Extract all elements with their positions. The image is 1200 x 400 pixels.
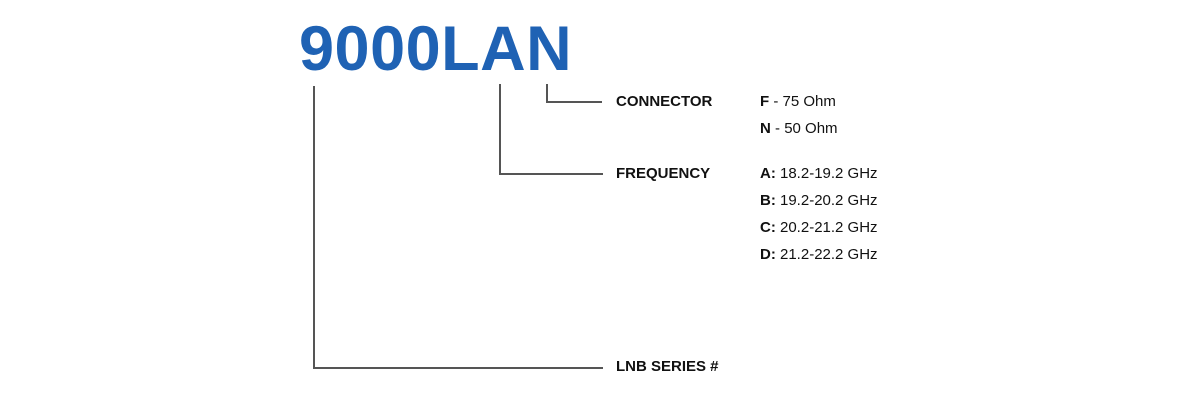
frequency-option-d: D: 21.2-22.2 GHz: [760, 246, 878, 264]
frequency-option-c: C: 20.2-21.2 GHz: [760, 219, 878, 237]
connector-option-n: N - 50 Ohm: [760, 120, 838, 138]
option-desc: 20.2-21.2 GHz: [780, 219, 878, 236]
series-leader-horizontal: [313, 367, 603, 369]
connector-label: CONNECTOR: [616, 93, 713, 110]
model-number-title: 9000LAN: [299, 14, 573, 84]
option-code: N: [760, 120, 771, 137]
option-code: D:: [760, 246, 776, 263]
option-code: C:: [760, 219, 776, 236]
option-code: A:: [760, 165, 776, 182]
option-sep: -: [769, 93, 783, 110]
series-label: LNB SERIES #: [616, 358, 719, 375]
option-desc: 75 Ohm: [782, 93, 836, 110]
frequency-option-b: B: 19.2-20.2 GHz: [760, 192, 878, 210]
connector-leader-vertical: [546, 84, 548, 102]
option-sep: -: [770, 120, 785, 137]
frequency-label: FREQUENCY: [616, 165, 711, 182]
series-leader-vertical: [313, 86, 315, 368]
option-desc: 50 Ohm: [784, 120, 838, 137]
frequency-option-a: A: 18.2-19.2 GHz: [760, 165, 878, 183]
option-code: F: [760, 93, 770, 110]
option-desc: 21.2-22.2 GHz: [780, 246, 878, 263]
option-desc: 19.2-20.2 GHz: [780, 192, 878, 209]
option-desc: 18.2-19.2 GHz: [780, 165, 878, 182]
frequency-leader-horizontal: [499, 173, 603, 175]
connector-option-f: F - 75 Ohm: [760, 93, 836, 111]
frequency-leader-vertical: [499, 84, 501, 174]
connector-leader-horizontal: [546, 101, 602, 103]
option-code: B:: [760, 192, 776, 209]
